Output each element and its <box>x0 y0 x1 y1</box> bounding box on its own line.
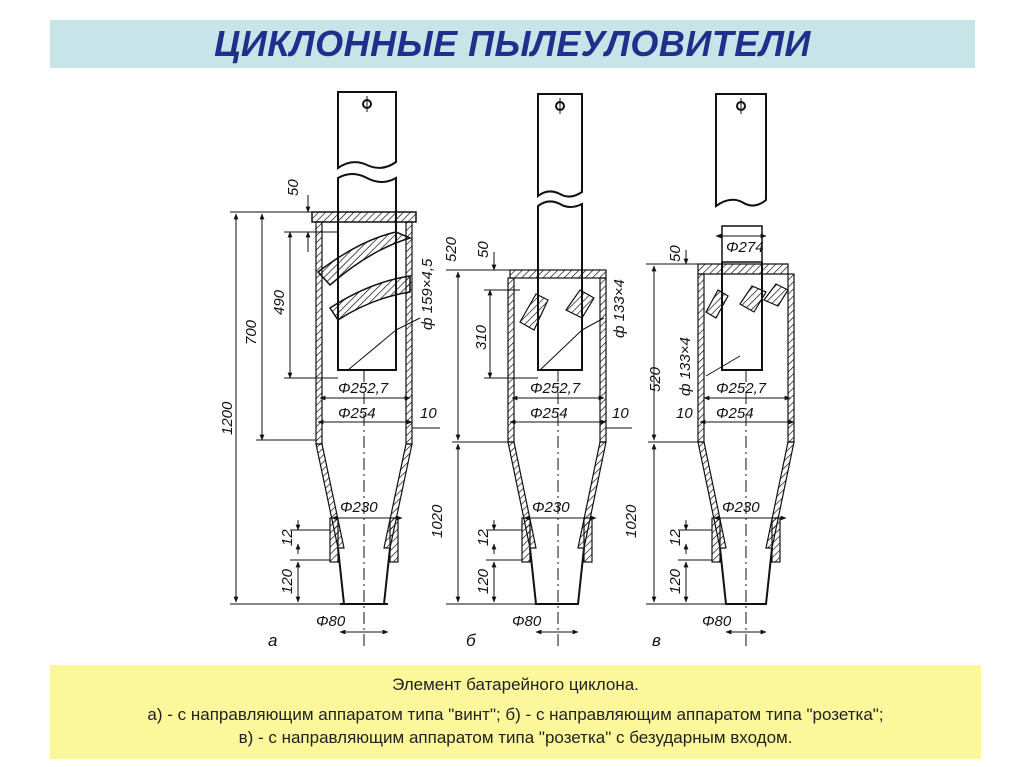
a-h-small: 12 <box>279 529 296 546</box>
cyclone-drawings: а 50 490 700 1200 ф 159×4,5 Φ252,7 Φ254 … <box>219 91 795 650</box>
caption-line-1: Элемент батарейного циклона. <box>392 675 639 694</box>
c-h-bottom: 120 <box>667 568 684 594</box>
c-h-520: 520 <box>647 366 664 392</box>
a-d-pipe: ф 159×4,5 <box>419 258 436 330</box>
b-d-pipe: ф 133×4 <box>611 279 628 338</box>
b-h-top: 50 <box>475 241 492 258</box>
cyclone-b <box>446 93 632 650</box>
a-h-inner: 490 <box>271 289 288 315</box>
label-a: а <box>268 631 277 650</box>
a-d-inner: Φ252,7 <box>338 380 389 397</box>
label-b: б <box>466 631 477 650</box>
c-d-cone: Φ230 <box>722 499 760 516</box>
b-h-inner: 310 <box>473 324 490 350</box>
b-wall: 10 <box>612 405 629 422</box>
caption-line-3: в) - с направляющим аппаратом типа "розе… <box>238 728 793 747</box>
a-wall: 10 <box>420 405 437 422</box>
a-h-top: 50 <box>285 179 302 196</box>
a-d-outlet: Φ80 <box>316 613 346 630</box>
b-d-outlet: Φ80 <box>512 613 542 630</box>
cyclone-c-labels: в Φ274 50 520 ф 133×4 1020 Φ252,7 Φ254 1… <box>623 239 767 650</box>
cyclone-a-labels: а 50 490 700 1200 ф 159×4,5 Φ252,7 Φ254 … <box>219 179 437 650</box>
c-d-outlet: Φ80 <box>702 613 732 630</box>
title-banner: ЦИКЛОННЫЕ ПЫЛЕУЛОВИТЕЛИ <box>50 20 975 68</box>
cyclone-a <box>230 91 440 650</box>
cyclone-b-labels: б 520 50 310 1020 ф 133×4 Φ252,7 Φ254 10… <box>429 236 629 650</box>
c-h-small: 12 <box>667 529 684 546</box>
c-d-top: Φ274 <box>726 239 764 256</box>
b-h-cone: 1020 <box>429 504 446 538</box>
label-c: в <box>652 631 661 650</box>
b-h-520: 520 <box>443 236 460 262</box>
c-d-pipe: ф 133×4 <box>677 337 694 396</box>
b-d-inner: Φ252,7 <box>530 380 581 397</box>
b-h-small: 12 <box>475 529 492 546</box>
c-d-outer: Φ254 <box>716 405 754 422</box>
b-d-outer: Φ254 <box>530 405 568 422</box>
cyclone-c <box>646 93 795 650</box>
a-d-cone: Φ230 <box>340 499 378 516</box>
c-h-top: 50 <box>667 245 684 262</box>
caption-box: Элемент батарейного циклона. а) - с напр… <box>50 665 981 759</box>
b-h-bottom: 120 <box>475 568 492 594</box>
c-h-cone: 1020 <box>623 504 640 538</box>
b-d-cone: Φ230 <box>532 499 570 516</box>
c-wall: 10 <box>676 405 693 422</box>
a-d-outer: Φ254 <box>338 405 376 422</box>
a-h-total: 1200 <box>219 401 236 435</box>
a-h-mid: 700 <box>243 319 260 345</box>
caption-line-2: а) - с направляющим аппаратом типа "винт… <box>147 705 884 724</box>
page-title: ЦИКЛОННЫЕ ПЫЛЕУЛОВИТЕЛИ <box>214 23 811 64</box>
a-h-bottom: 120 <box>279 568 296 594</box>
c-d-inner: Φ252,7 <box>716 380 767 397</box>
